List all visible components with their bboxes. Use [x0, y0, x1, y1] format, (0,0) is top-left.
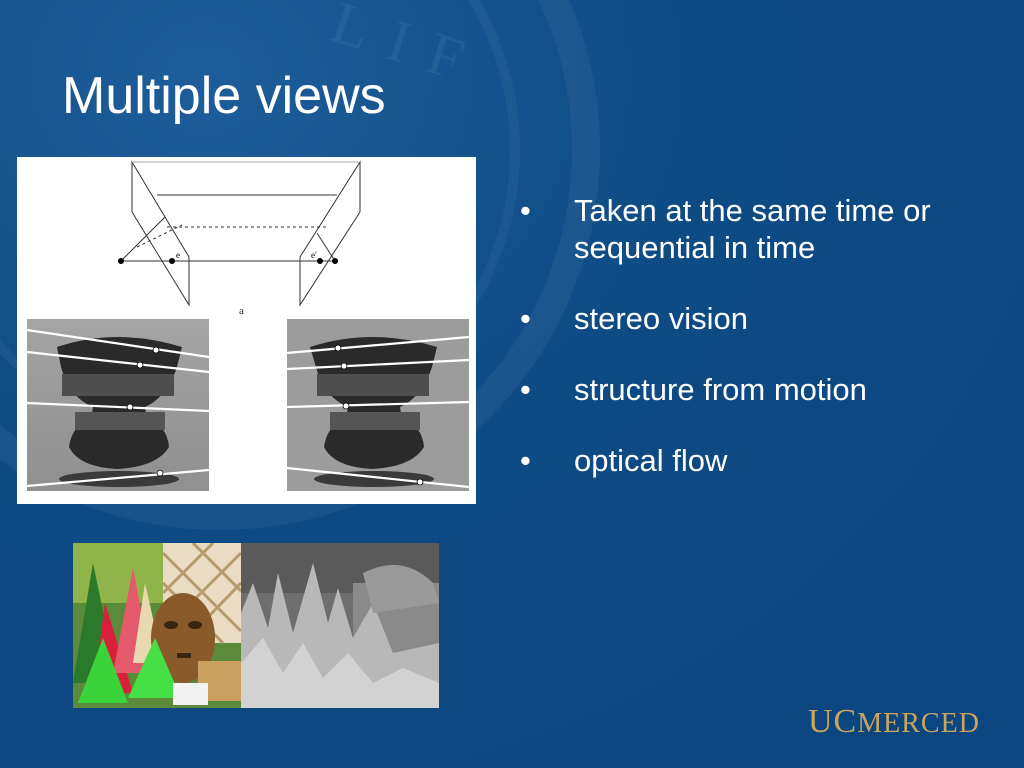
bullet-marker: • [520, 372, 531, 407]
left-vase-image [26, 319, 210, 491]
stereo-scene-and-depth-image [73, 541, 439, 708]
right-vase-image [286, 319, 470, 491]
uc-merced-logo: UCMERCED [808, 703, 980, 741]
bullet-item: • optical flow [520, 442, 1000, 479]
epipole-right-label: e′ [311, 250, 317, 260]
epipolar-diagram [120, 160, 361, 307]
bullet-text: optical flow [574, 443, 728, 478]
logo-merced: MERCED [857, 708, 980, 739]
left-camera-center [118, 258, 124, 264]
logo-uc: UC [808, 703, 858, 740]
left-epipole-point [169, 258, 175, 264]
bullet-list: • Taken at the same time or sequential in… [520, 192, 1000, 513]
depth-map-image [241, 543, 439, 708]
right-epipole-point [317, 258, 323, 264]
bullet-marker: • [520, 193, 531, 228]
bullet-text: stereo vision [574, 301, 749, 336]
bullet-item: • Taken at the same time or sequential in… [520, 192, 1000, 266]
color-scene-photo [73, 541, 243, 708]
bullet-marker: • [520, 443, 531, 478]
right-camera-center [332, 258, 338, 264]
epipole-left-label: e [176, 250, 180, 260]
figure-caption: a [239, 305, 244, 317]
epipolar-figure: e e′ a [17, 157, 476, 504]
bullet-item: • stereo vision [520, 300, 1000, 337]
slide-title: Multiple views [62, 67, 386, 125]
bullet-text: Taken at the same time or sequential in … [574, 193, 931, 265]
bullet-item: • structure from motion [520, 371, 1000, 408]
bullet-text: structure from motion [574, 372, 867, 407]
bullet-marker: • [520, 301, 531, 336]
